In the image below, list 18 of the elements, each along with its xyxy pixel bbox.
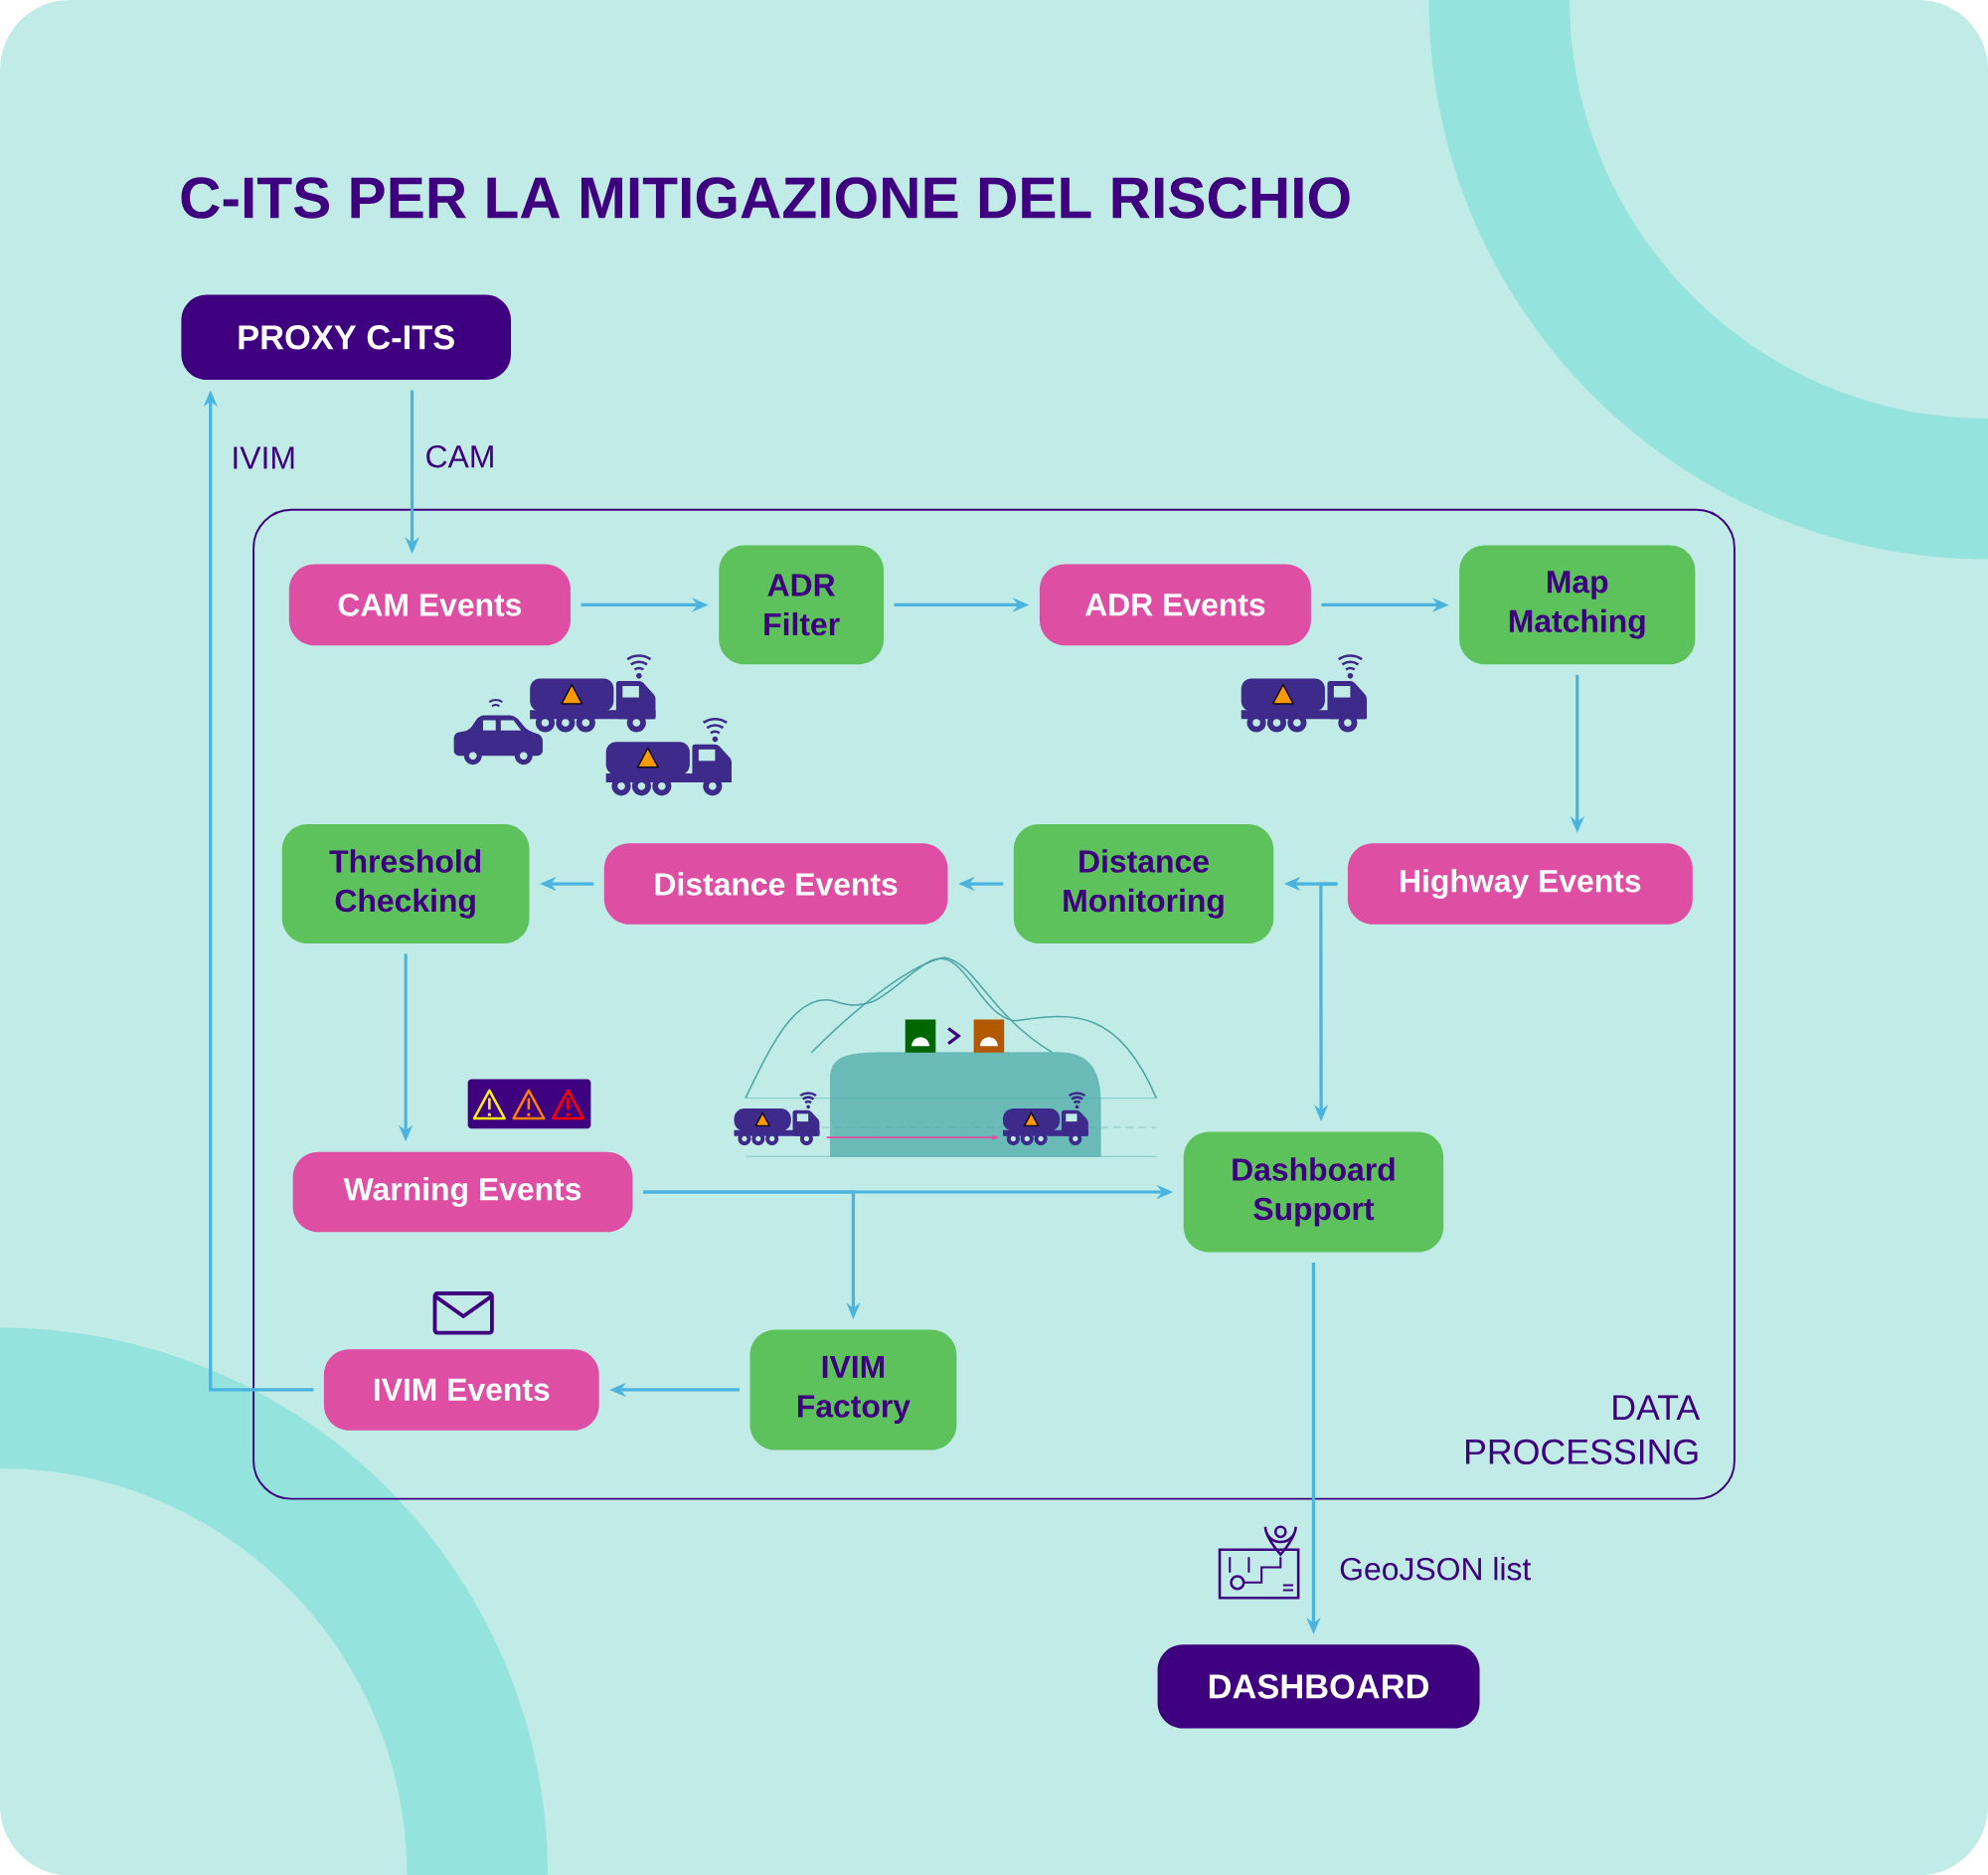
process-box: Threshold Checking <box>281 823 530 943</box>
event-box: IVIM Events <box>323 1348 599 1431</box>
edge-label: IVIM <box>228 443 299 471</box>
edge-label: GeoJSON list <box>1336 1554 1534 1583</box>
title: C-ITS PER LA MITIGAZIONE DEL RISCHIO <box>181 176 1350 219</box>
terminal-box: DASHBOARD <box>1157 1644 1480 1729</box>
event-box: ADR Events <box>1039 564 1311 645</box>
event-box: Distance Events <box>603 843 948 925</box>
edge-label: CAM <box>422 442 498 470</box>
process-box: Map Matching <box>1459 545 1696 665</box>
process-box: Dashboard Support <box>1183 1131 1444 1253</box>
process-box: Distance Monitoring <box>1013 823 1274 943</box>
process-box: ADR Filter <box>719 545 885 665</box>
process-box: IVIM Factory <box>749 1329 957 1450</box>
event-box: CAM Events <box>288 564 571 645</box>
event-box: Highway Events <box>1347 843 1693 925</box>
event-box: Warning Events <box>292 1151 633 1232</box>
terminal-box: PROXY C-ITS <box>181 294 512 380</box>
